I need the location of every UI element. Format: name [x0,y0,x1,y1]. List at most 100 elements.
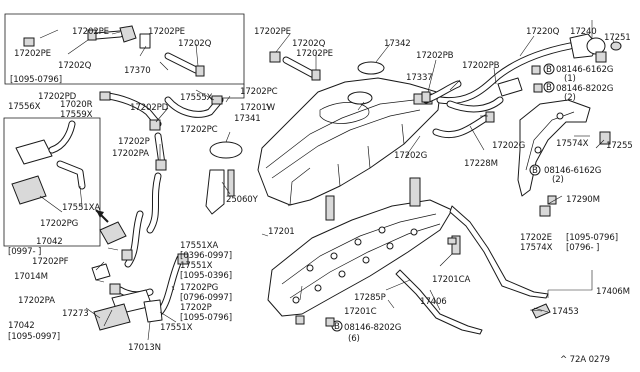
filter-bracket [93,303,131,331]
callout-label: (2) [552,175,564,185]
vent-valve [119,25,137,43]
callout-label: [0997- ] [8,247,41,257]
callout-label: 17551XA [180,241,218,251]
callout-label: 17201C [344,307,377,317]
callout-label: 17337 [406,73,433,83]
clamp [177,253,189,265]
callout-label: 17042 [8,321,35,331]
bolt-marker-b-icon [543,81,555,93]
callout-label: 17202PE [148,27,185,37]
clamp [211,95,223,105]
callout-label: 08146-8202G [556,84,613,94]
clamp [99,91,111,101]
clamp [155,159,167,171]
callout-label: 17020R [60,100,93,110]
callout-label: 08146-8202G [344,323,401,333]
callout-label: [0796-0997] [180,293,232,303]
pump-bracket-inset [11,175,47,205]
callout-label: 17202PE [296,49,333,59]
callout-label: 17251 [604,33,631,43]
filter-holder [99,221,127,245]
callout-label: 17202PB [462,61,500,71]
fuel-filter-pump-left [11,120,163,331]
bolt-marker-letter: B [532,166,538,176]
callout-label: 17240 [570,27,597,37]
callout-label: 17202G [492,141,525,151]
callout-label: 17202PF [32,257,69,267]
callout-label: 17290M [566,195,600,205]
clamp [269,51,281,63]
callout-label: 17201W [240,103,276,113]
callout-label: 17202G [394,151,427,161]
callout-label: 17201 [268,227,295,237]
filler-shield-body [517,99,591,197]
filler-shield [517,99,611,217]
callout-label: 17202PE [14,49,51,59]
callout-label: 17370 [124,66,151,76]
tank-strap-upper [449,205,549,299]
skid-plate [267,177,453,317]
filler-tube-assembly [432,33,622,139]
filler-cap-seal [610,41,622,51]
callout-label: 17014M [14,272,48,282]
clamp [485,111,495,123]
callout-labels: 17202PE 17202PE 17202Q 17202PE 17202Q 17… [8,27,633,365]
clamp [149,119,161,131]
callout-label: 17574X [556,139,589,149]
callout-label: 17202PB [416,51,454,61]
bolt-marker-letter: B [546,83,552,93]
tank-strap-lower [395,269,483,335]
callout-label: 17202PD [38,92,77,102]
callout-label: [0396-0997] [180,251,232,261]
skid-bolt-stud [325,195,335,221]
pump-tube [227,169,235,197]
callout-label: 17202PE [72,27,109,37]
callout-label: 17202Q [178,39,212,49]
pump-flange [209,141,243,159]
callout-label: 17273 [62,309,89,319]
callout-label: 17013N [128,343,161,353]
left-inset-frame [3,117,101,247]
shield-nut [539,205,551,217]
fuel-pump-sender [205,141,243,215]
callout-label: 17202PC [180,125,218,135]
fuel-pump-inset [15,139,53,165]
clamp [195,65,205,77]
bolt-marker-b-icon [529,164,541,176]
callout-label: [0796- ] [566,243,599,253]
callout-label: 17202PA [18,296,55,306]
callout-label: 17551XA [62,203,100,213]
callout-label: [1095-0396] [180,271,232,281]
callout-label: 17255 [606,141,633,151]
callout-label: (6) [348,334,360,344]
callout-label: 17201CA [432,275,470,285]
callout-label: 17555X [180,93,213,103]
leader-lines [39,20,615,341]
callout-label: 17551X [180,261,213,271]
callout-label: 17202PC [240,87,278,97]
skid-plate-body [267,199,453,317]
callout-label: 08146-6162G [556,65,613,75]
tank-straps [395,205,551,335]
clamp [311,69,321,81]
callout-label: 17202E [520,233,552,243]
callout-label: 17406 [420,297,447,307]
gasket [595,51,607,63]
callout-label: 17556X [8,102,41,112]
callout-label: 17042 [36,237,63,247]
fuel-tank [257,61,441,206]
callout-label: 17202PA [112,149,149,159]
callout-label: 25060Y [226,195,259,205]
callout-label: [1095-0796] [10,75,62,85]
skid-bracket [409,177,421,207]
clamp [421,91,431,103]
clamp [23,37,35,47]
callout-label: 17406M [596,287,630,297]
callout-label: [1095-0796] [566,233,618,243]
callout-label: 17342 [384,39,411,49]
callout-label: 17202PE [254,27,291,37]
callout-label: 17285P [354,293,386,303]
callout-label: 17202Q [292,39,326,49]
sender-mount-ring [347,91,373,105]
